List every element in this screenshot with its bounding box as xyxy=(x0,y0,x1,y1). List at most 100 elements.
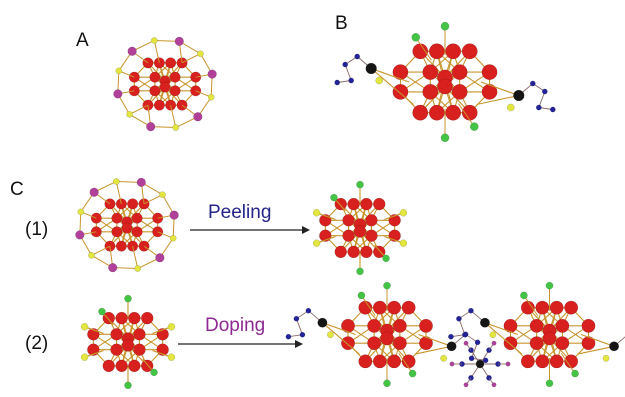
core-atom xyxy=(341,318,355,333)
blue-ligand-atom xyxy=(334,79,341,86)
core-atom xyxy=(169,71,181,83)
p-ligand-atom xyxy=(463,382,469,388)
p-ligand-atom xyxy=(75,230,85,240)
core-atom xyxy=(169,85,181,97)
core-atom xyxy=(149,85,161,97)
p-ligand-atom xyxy=(491,382,497,388)
blue-ligand-atom xyxy=(468,307,474,314)
blue-ligand-atom xyxy=(535,104,542,111)
core-atom xyxy=(165,57,177,69)
core-atom xyxy=(165,99,177,111)
green-ligand-atom xyxy=(545,379,554,388)
blue-ligand-atom xyxy=(299,331,306,338)
core-atom xyxy=(372,354,387,369)
p-ligand-atom xyxy=(169,210,179,220)
blue-ligand-atom xyxy=(285,333,292,340)
core-atom xyxy=(102,311,115,325)
core-atom xyxy=(115,198,127,210)
core-atom xyxy=(581,336,596,351)
core-atom xyxy=(115,240,127,252)
core-atom xyxy=(110,343,123,356)
s-ligand-atom xyxy=(172,124,180,131)
core-atom xyxy=(520,354,535,369)
core-atom xyxy=(392,84,409,100)
s-ligand-atom xyxy=(440,354,447,362)
core-atom xyxy=(111,226,123,238)
core-atom xyxy=(542,331,557,346)
doping-label: Doping xyxy=(205,315,266,336)
p-ligand-atom xyxy=(127,46,137,56)
core-atom xyxy=(549,354,564,369)
p-ligand-atom xyxy=(505,361,511,367)
s-ligand-atom xyxy=(159,191,166,199)
s-ligand-atom xyxy=(167,323,176,331)
core-atom xyxy=(529,318,544,333)
core-atom xyxy=(401,300,416,315)
blue-ligand-atom xyxy=(549,106,556,113)
s-ligand-atom xyxy=(375,76,384,85)
black-dopant-atom xyxy=(317,317,328,328)
core-atom xyxy=(481,84,498,100)
core-atom xyxy=(373,245,386,259)
core-atom xyxy=(127,240,139,252)
black-dopant-atom xyxy=(513,89,525,102)
core-atom xyxy=(367,336,382,351)
core-atom xyxy=(341,336,355,351)
core-atom xyxy=(360,197,373,211)
green-ligand-atom xyxy=(383,281,391,290)
p-ligand-atom xyxy=(449,361,455,367)
core-atom xyxy=(121,222,133,234)
p-ligand-atom xyxy=(89,187,99,197)
core-atom xyxy=(121,339,135,352)
core-atom xyxy=(347,197,360,211)
s-ligand-atom xyxy=(207,93,215,101)
s-ligand-atom xyxy=(506,103,515,112)
peeling-arrow xyxy=(190,226,310,234)
blue-ligand-atom xyxy=(474,339,481,346)
core-atom xyxy=(153,99,165,111)
p-ligand-atom xyxy=(193,112,203,122)
core-atom xyxy=(387,354,402,369)
core-atom xyxy=(422,84,439,100)
core-atom xyxy=(111,212,123,224)
p-ligand-atom xyxy=(174,36,184,46)
black-dopant-atom xyxy=(446,341,457,352)
blue-ligand-atom xyxy=(305,307,312,314)
blue-ligand-atom xyxy=(529,80,536,87)
core-atom xyxy=(138,198,150,210)
core-atom xyxy=(451,84,468,100)
s-ligand-atom xyxy=(399,239,408,247)
core-atom xyxy=(535,300,550,315)
peeling-label: Peeling xyxy=(208,202,272,223)
black-dopant-atom xyxy=(479,317,490,328)
core-atom xyxy=(428,43,445,60)
blue-ligand-atom xyxy=(342,61,349,68)
s-ligand-atom xyxy=(602,354,610,362)
blue-ligand-atom xyxy=(462,331,468,338)
green-ligand-atom xyxy=(520,291,528,300)
green-ligand-atom xyxy=(408,369,417,378)
core-atom xyxy=(555,336,570,351)
core-atom xyxy=(503,318,518,333)
core-atom xyxy=(419,318,433,333)
green-ligand-atom xyxy=(124,294,132,303)
cluster-c1-peeled xyxy=(312,180,408,276)
core-atom xyxy=(141,311,154,325)
s-ligand-atom xyxy=(167,353,176,361)
green-ligand-atom xyxy=(356,267,364,276)
blue-ligand-atom xyxy=(448,333,454,340)
core-atom xyxy=(133,328,146,341)
black-dopant-atom xyxy=(609,341,620,352)
core-atom xyxy=(373,197,386,211)
core-atom xyxy=(133,343,146,356)
core-atom xyxy=(503,336,518,351)
p-ligand-atom xyxy=(491,340,497,346)
core-atom xyxy=(353,225,367,238)
core-atom xyxy=(367,318,382,333)
s-ligand-atom xyxy=(112,178,120,185)
p-ligand-atom xyxy=(136,177,146,187)
core-atom xyxy=(102,359,115,373)
row-label-2: (2) xyxy=(25,333,49,354)
green-ligand-atom xyxy=(124,381,132,390)
core-atom xyxy=(358,354,373,369)
